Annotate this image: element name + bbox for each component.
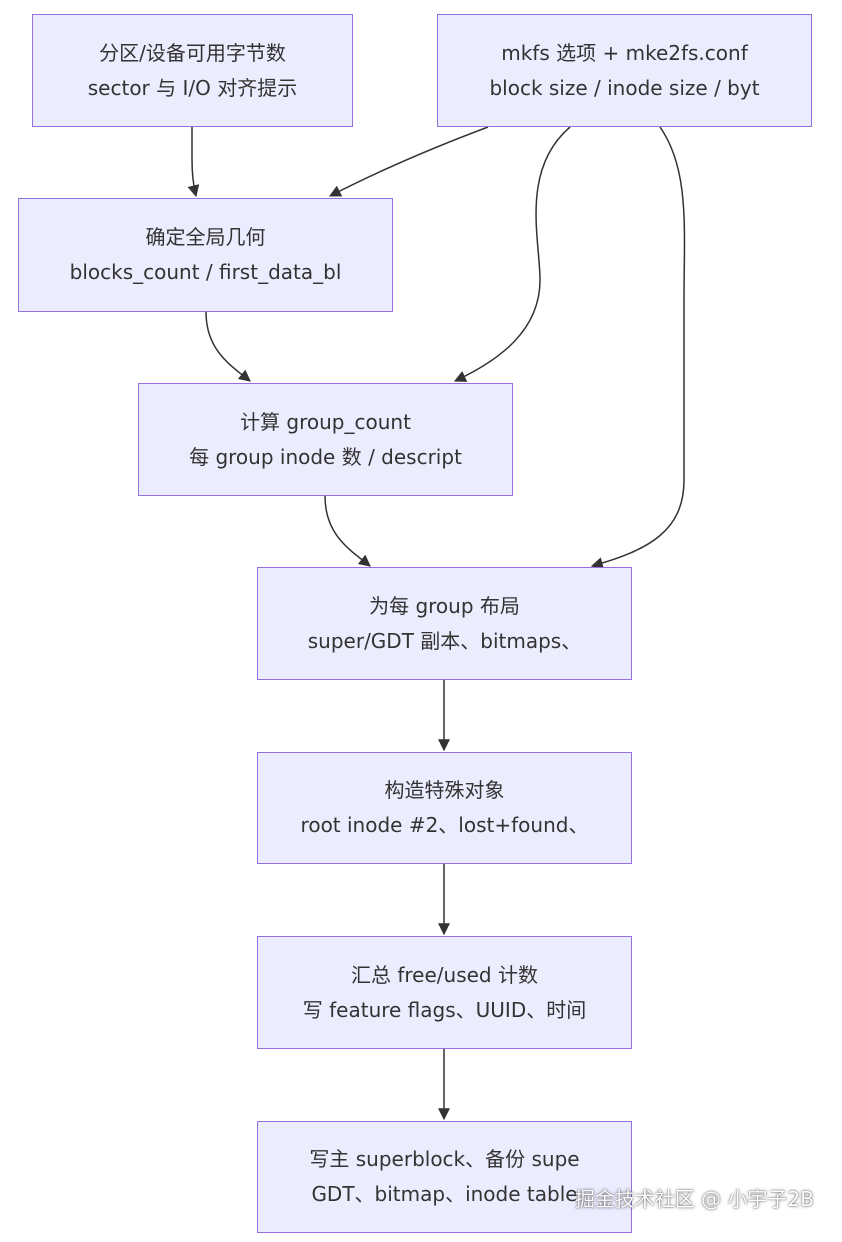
node-partition-line1: 分区/设备可用字节数 — [99, 40, 286, 65]
node-group-count-line2: 每 group inode 数 / descript — [189, 444, 462, 469]
edge-options-to-geometry — [328, 126, 489, 197]
node-group-count: 计算 group_count 每 group inode 数 / descrip… — [138, 383, 513, 496]
node-layout-line1: 为每 group 布局 — [369, 593, 520, 618]
node-options-line1: mkfs 选项 + mke2fs.conf — [501, 40, 748, 65]
node-group-count-line1: 计算 group_count — [240, 409, 411, 434]
edge-options-to-layout — [590, 126, 686, 569]
node-summary: 汇总 free/used 计数 写 feature flags、UUID、时间 — [257, 936, 632, 1049]
node-layout-line2: super/GDT 副本、bitmaps、 — [307, 628, 582, 653]
node-special-line1: 构造特殊对象 — [384, 778, 505, 802]
node-geometry: 确定全局几何 blocks_count / first_data_bl — [18, 198, 393, 312]
node-summary-line1: 汇总 free/used 计数 — [351, 962, 538, 987]
edge-options-to-groupcount — [453, 126, 571, 382]
node-options: mkfs 选项 + mke2fs.conf block size / inode… — [437, 14, 812, 127]
node-partition: 分区/设备可用字节数 sector 与 I/O 对齐提示 — [32, 14, 353, 127]
edge-groupcount-to-layout — [324, 495, 371, 567]
node-special: 构造特殊对象 root inode #2、lost+found、 — [257, 752, 632, 864]
edge-partition-to-geometry — [187, 127, 200, 198]
node-write-line1: 写主 superblock、备份 supe — [309, 1147, 580, 1171]
node-partition-line2: sector 与 I/O 对齐提示 — [87, 75, 298, 100]
edge-geometry-to-groupcount — [205, 311, 251, 382]
node-write: 写主 superblock、备份 supe GDT、bitmap、inode t… — [257, 1121, 632, 1233]
node-special-line2: root inode #2、lost+found、 — [300, 813, 589, 837]
node-layout: 为每 group 布局 super/GDT 副本、bitmaps、 — [257, 567, 632, 680]
node-geometry-line1: 确定全局几何 — [145, 225, 266, 249]
node-summary-line2: 写 feature flags、UUID、时间 — [302, 997, 587, 1022]
node-options-line2: block size / inode size / byt — [489, 75, 760, 100]
node-write-line2: GDT、bitmap、inode table — [311, 1182, 578, 1206]
node-geometry-line2: blocks_count / first_data_bl — [69, 260, 342, 284]
watermark: 掘金技术社区 @ 小宇子2B — [574, 1187, 814, 1211]
